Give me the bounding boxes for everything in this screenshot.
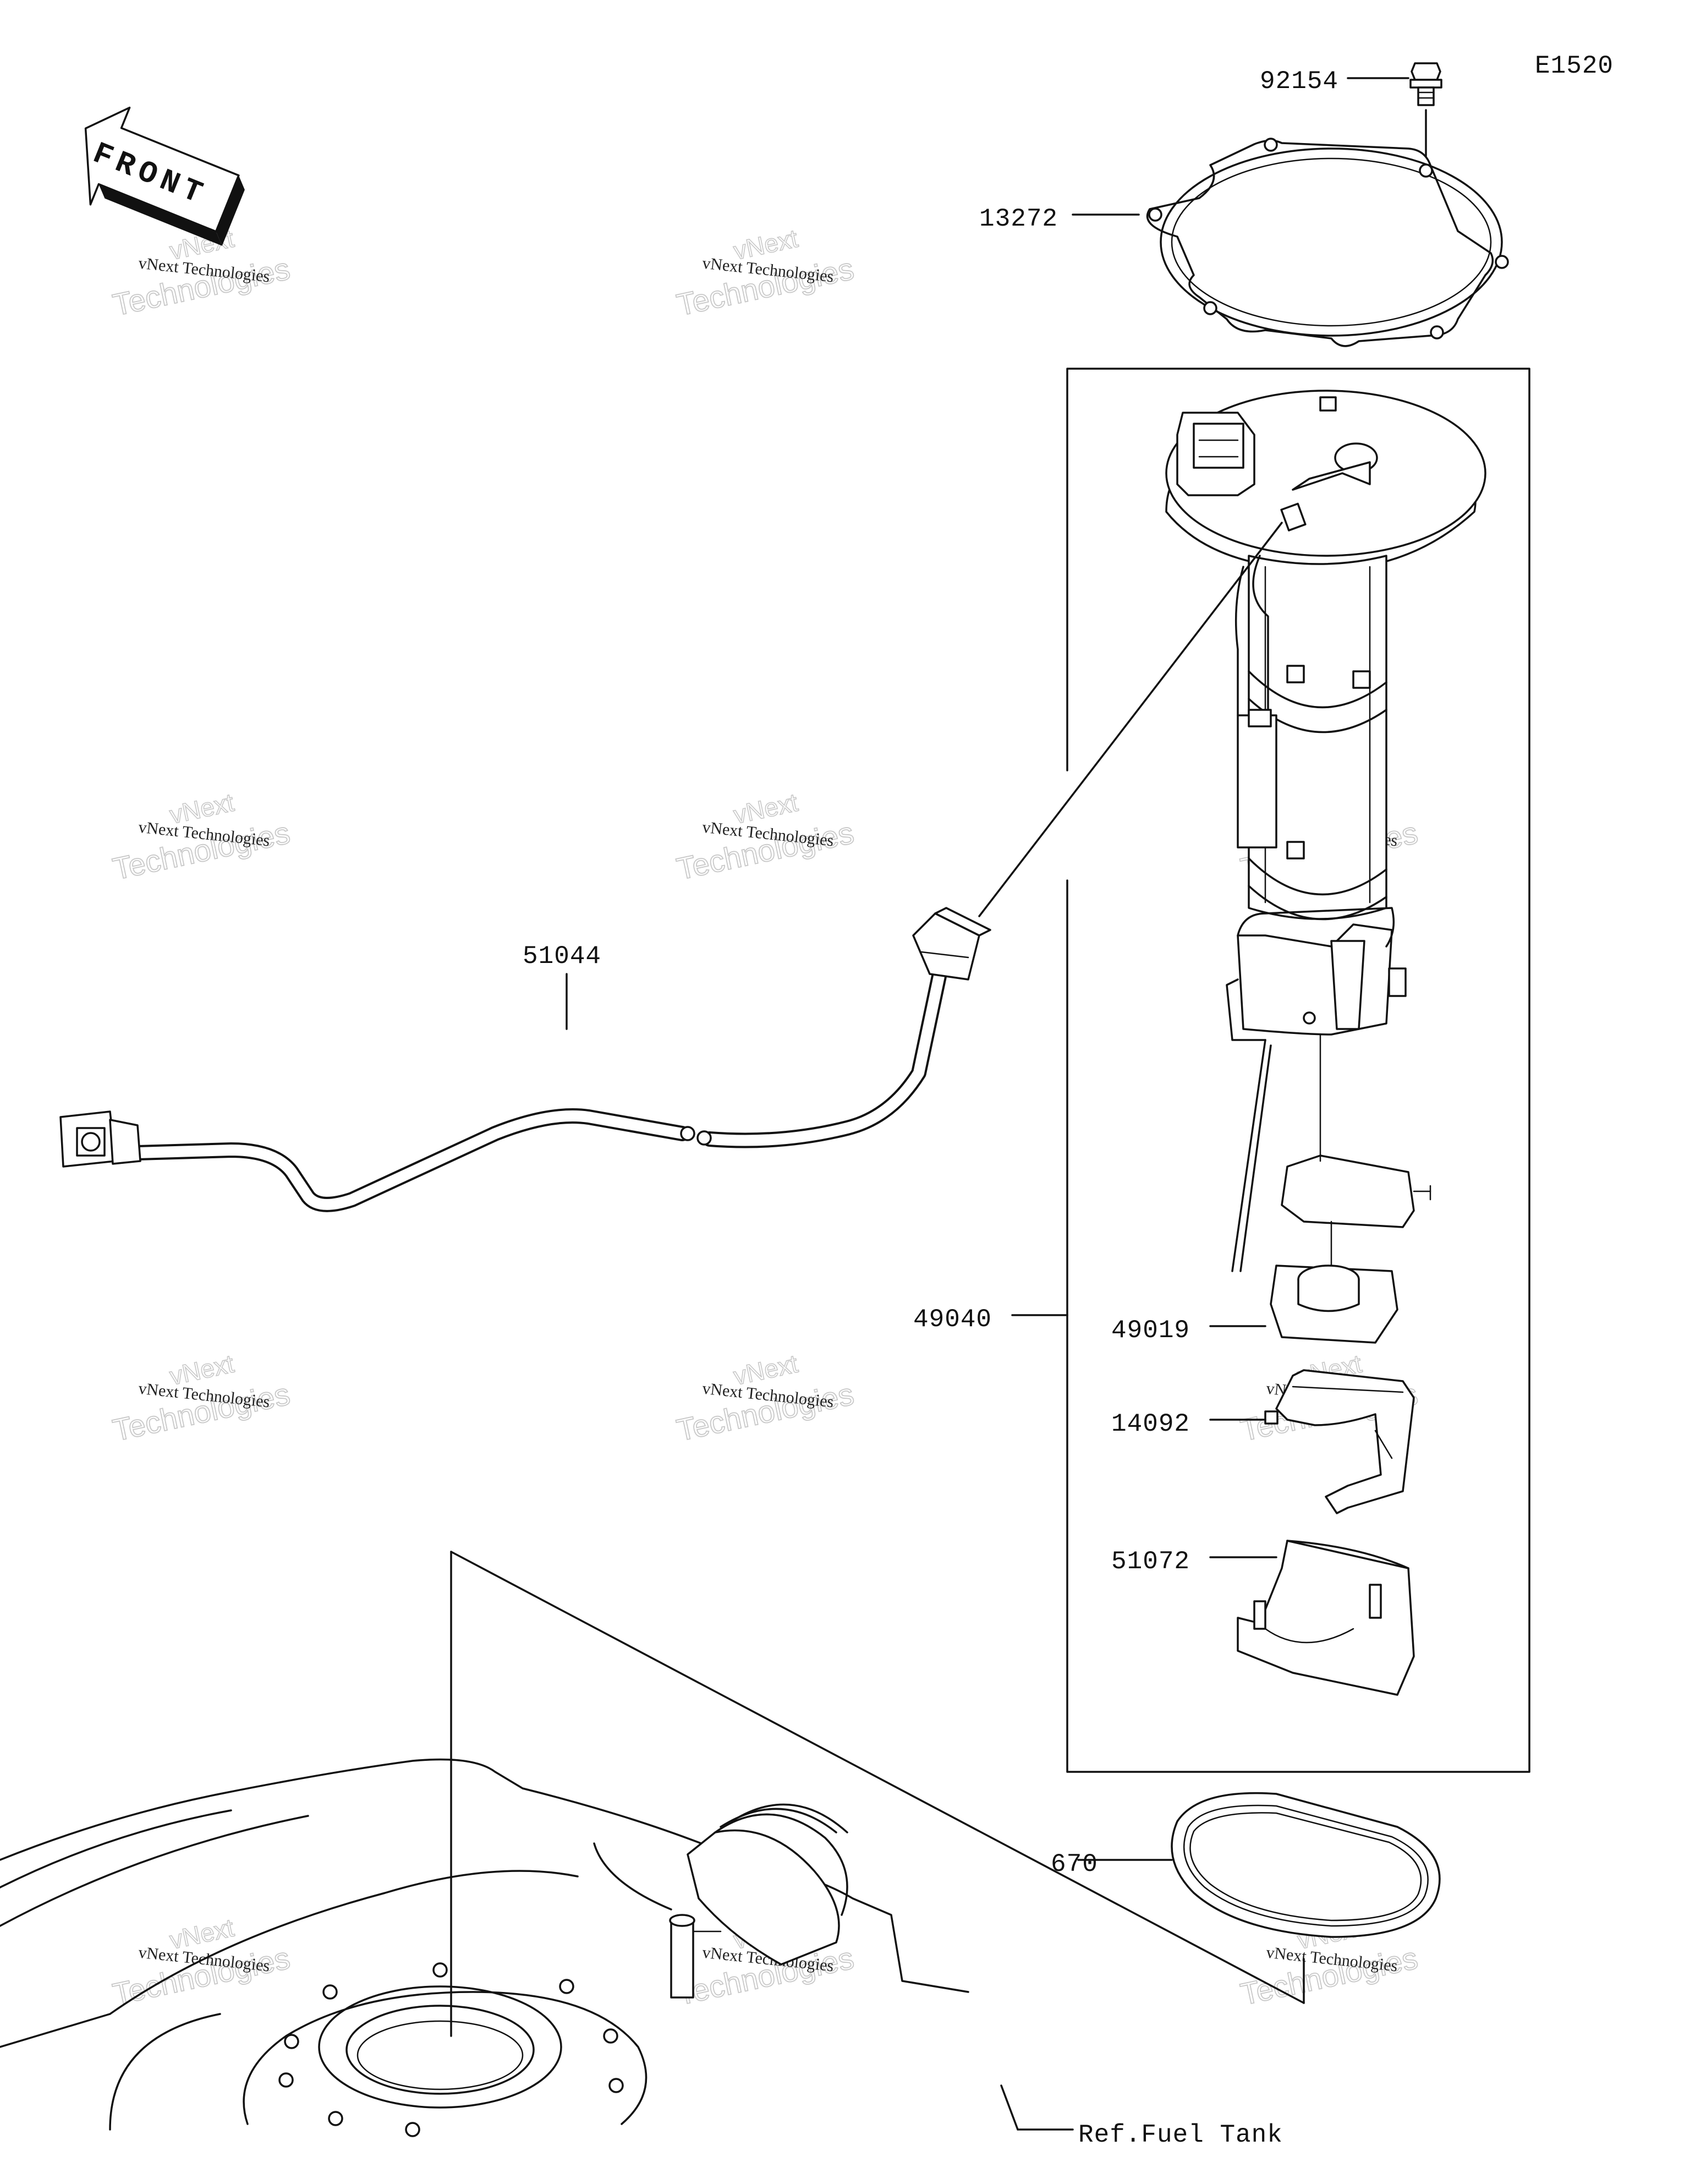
label-49019: 49019	[1111, 1316, 1190, 1345]
label-13272: 13272	[979, 205, 1058, 233]
assembly-frame	[1066, 368, 1530, 1773]
fuel-pump-assembly-49040	[1165, 390, 1486, 1272]
bolt-92154	[1409, 62, 1442, 106]
reference-label: Ref.Fuel Tank	[1078, 2121, 1283, 2149]
cup-51072	[1237, 1540, 1415, 1696]
front-arrow-icon: FRONT	[84, 106, 245, 246]
bracket-14092	[1264, 1369, 1415, 1514]
label-670: 670	[1051, 1850, 1098, 1879]
diagram-code: E1520	[1535, 52, 1614, 80]
label-14092: 14092	[1111, 1410, 1190, 1438]
label-51072: 51072	[1111, 1547, 1190, 1576]
filter-49019	[1270, 1265, 1398, 1344]
o-ring-670	[1171, 1792, 1441, 1938]
label-51044: 51044	[523, 942, 601, 971]
label-49040: 49040	[913, 1305, 992, 1334]
plate-13272	[1146, 138, 1509, 347]
label-92154: 92154	[1260, 67, 1338, 96]
fuel-hose-51044	[59, 907, 991, 1212]
fuel-tank-reference	[0, 1758, 969, 2137]
